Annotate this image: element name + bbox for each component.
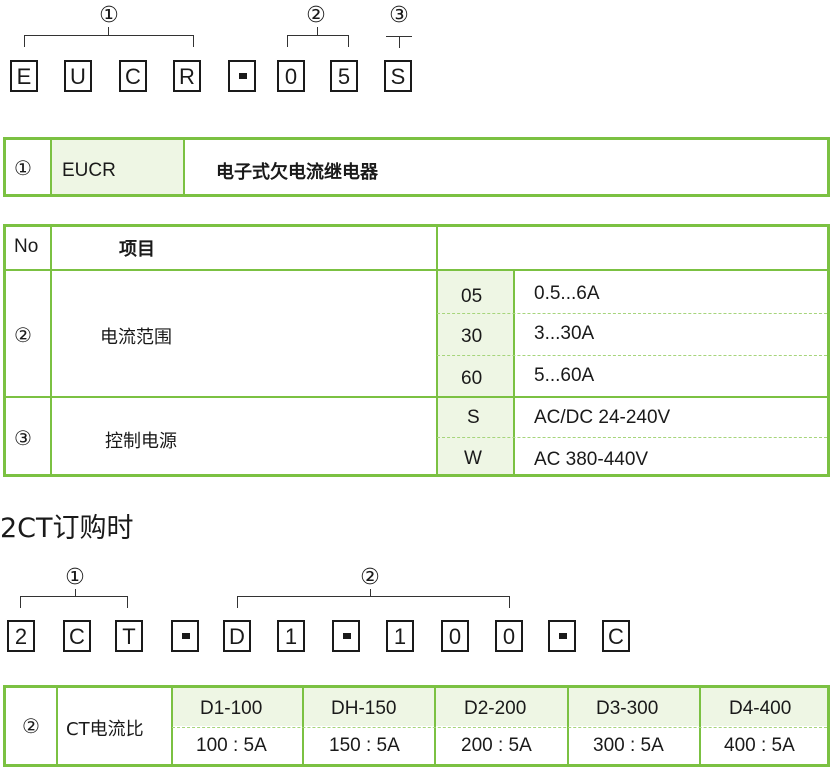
- code-box-c: C: [119, 60, 147, 92]
- ct-header-shade: [171, 688, 827, 726]
- ct-box-d: D: [223, 620, 251, 652]
- row-power-marker: ③: [14, 426, 32, 450]
- bracket-2-stem: [317, 27, 318, 35]
- bracket-2: [287, 35, 349, 47]
- ct-ratio-200: 200 : 5A: [461, 735, 532, 756]
- ct-box-dash-1: [171, 620, 199, 652]
- header-no: No: [14, 236, 39, 257]
- opt-value-60: 5...60A: [534, 365, 595, 386]
- row-power-label: 控制电源: [105, 431, 177, 452]
- ct-model-d1-100: D1-100: [200, 698, 263, 719]
- ct-box-c2: C: [602, 620, 630, 652]
- marker-1: ①: [99, 3, 119, 28]
- code-box-dash: [228, 60, 256, 92]
- ct-marker-1: ①: [65, 565, 85, 590]
- ct-bracket-2: [237, 596, 510, 608]
- opt-code-60: 60: [461, 368, 483, 389]
- ct-box-dash-3: [548, 620, 576, 652]
- ct-box-1: 1: [277, 620, 305, 652]
- row-current-marker: ②: [14, 323, 32, 347]
- ct-box-0a: 0: [441, 620, 469, 652]
- opt-value-s: AC/DC 24-240V: [534, 407, 671, 428]
- ct-marker-2: ②: [360, 565, 380, 590]
- code-col-shade: [437, 269, 514, 474]
- opt-value-05: 0.5...6A: [534, 283, 600, 304]
- code-box-u: U: [64, 60, 92, 92]
- opt-code-w: W: [464, 448, 482, 469]
- ct-box-0b: 0: [495, 620, 523, 652]
- dash-mark: [239, 73, 247, 79]
- ct-model-d3-300: D3-300: [596, 698, 659, 719]
- code-box-e: E: [10, 60, 38, 92]
- opt-code-05: 05: [461, 286, 483, 307]
- table3-marker: ②: [22, 714, 40, 738]
- table1-description: 电子式欠电流继电器: [216, 162, 378, 183]
- bracket-1-stem: [108, 27, 109, 35]
- ct-box-2: 2: [7, 620, 35, 652]
- ct-ratio-150: 150 : 5A: [329, 735, 400, 756]
- ct-ratio-300: 300 : 5A: [593, 735, 664, 756]
- marker-3: ③: [389, 3, 409, 28]
- row-current-label: 电流范围: [100, 327, 172, 348]
- code-box-0: 0: [277, 60, 305, 92]
- ct-model-d2-200: D2-200: [464, 698, 527, 719]
- code-box-r: R: [173, 60, 201, 92]
- ct-ratio-100: 100 : 5A: [196, 735, 267, 756]
- ct-section-heading: 2CT订购时: [0, 513, 134, 544]
- ct-bracket-1: [20, 596, 128, 608]
- table3-label: CT电流比: [66, 719, 144, 740]
- ct-box-1b: 1: [386, 620, 414, 652]
- dash-mark: [182, 633, 190, 639]
- ct-ratio-400: 400 : 5A: [724, 735, 795, 756]
- ct-box-dash-2: [332, 620, 360, 652]
- eucr-type-table: ① EUCR 电子式欠电流继电器: [3, 137, 830, 197]
- ct-ratio-table: ② CT电流比 D1-100 DH-150 D2-200 D3-300 D4-4…: [3, 685, 830, 767]
- marker-2: ②: [306, 3, 326, 28]
- ct-box-t: T: [115, 620, 143, 652]
- opt-code-s: S: [467, 407, 480, 428]
- header-item: 项目: [119, 239, 155, 260]
- ct-model-d4-400: D4-400: [729, 698, 792, 719]
- bracket-1: [24, 35, 194, 47]
- code-box-5: 5: [330, 60, 358, 92]
- option-table: No 项目 ② 电流范围 05 0.5...6A 30 3...30A 60 5…: [3, 224, 830, 477]
- ct-bracket-2-stem: [370, 589, 371, 596]
- opt-value-30: 3...30A: [534, 323, 595, 344]
- opt-value-w: AC 380-440V: [534, 449, 649, 470]
- dash-mark: [343, 633, 351, 639]
- code-cell-shade: [52, 140, 183, 194]
- table1-marker: ①: [14, 156, 32, 180]
- ct-model-dh-150: DH-150: [331, 698, 397, 719]
- ct-box-c: C: [63, 620, 91, 652]
- opt-code-30: 30: [461, 326, 483, 347]
- dash-mark: [559, 633, 567, 639]
- ct-bracket-1-stem: [75, 589, 76, 596]
- table1-code: EUCR: [62, 160, 116, 181]
- code-box-s: S: [384, 60, 412, 92]
- bracket-3-stem: [399, 36, 400, 48]
